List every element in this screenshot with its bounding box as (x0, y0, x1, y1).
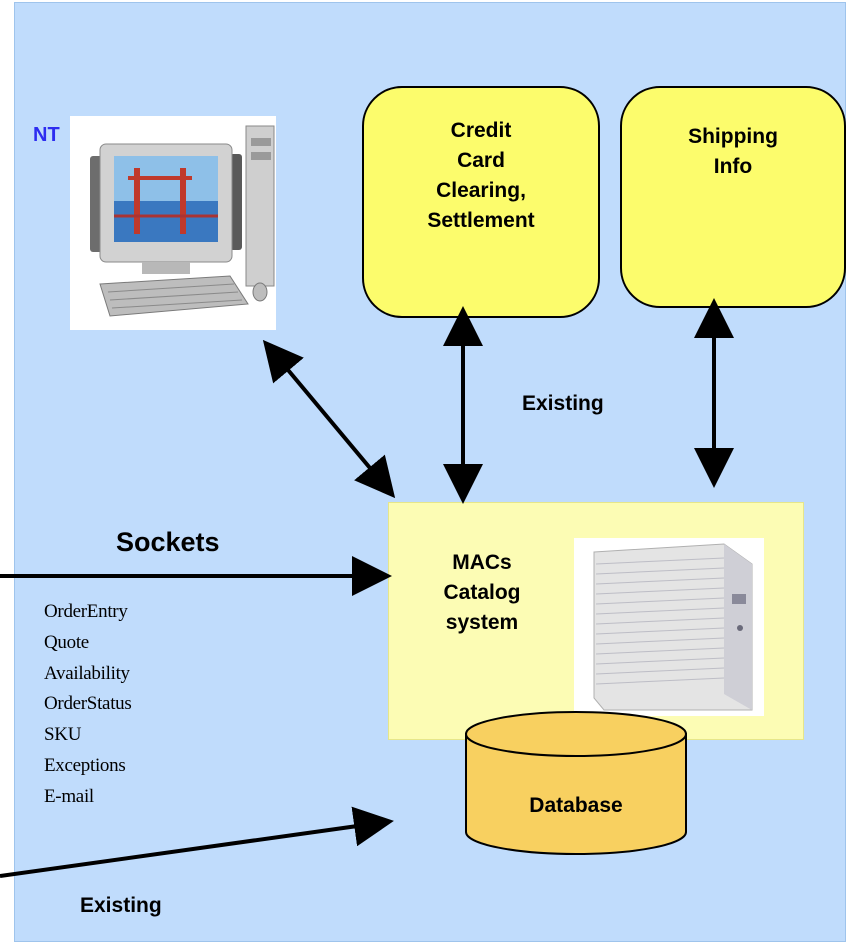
service-item: Quote (44, 631, 89, 653)
sockets-label: Sockets (116, 527, 220, 557)
shipping-label-line: Info (713, 155, 753, 178)
server-illustration (574, 538, 764, 716)
desktop-computer-icon (90, 125, 275, 317)
credit-card-clearing-box (362, 86, 600, 318)
macs-label: MACs Catalog system (412, 548, 552, 638)
service-item: OrderStatus (44, 693, 132, 715)
credit-label-line: Settlement (427, 209, 535, 232)
credit-card-label: Credit Card Clearing, Settlement (362, 116, 600, 236)
shipping-info-box (620, 86, 846, 308)
service-item: E-mail (44, 785, 94, 807)
service-item: Exceptions (44, 754, 126, 776)
shipping-label: Shipping Info (620, 122, 846, 182)
socket-services-list: OrderEntry Quote Availability OrderStatu… (44, 597, 132, 813)
credit-label-line: Card (457, 149, 505, 172)
database-label: Database (529, 794, 623, 817)
nt-workstation (70, 116, 276, 330)
existing-label-bottom: Existing (80, 894, 162, 917)
service-item: OrderEntry (44, 601, 128, 622)
service-item: SKU (44, 724, 82, 746)
arrow-nt-to-macs (262, 339, 396, 499)
arrow-existing-in (0, 806, 394, 878)
credit-label-line: Credit (450, 119, 512, 142)
macs-label-line: Catalog (443, 581, 521, 604)
nt-label: NT (33, 124, 60, 146)
shipping-label-line: Shipping (688, 125, 778, 148)
existing-label-top: Existing (522, 392, 604, 415)
server-tower-icon (593, 543, 753, 711)
macs-label-line: MACs (452, 551, 512, 574)
service-item: Availability (44, 662, 130, 684)
credit-label-line: Clearing, (436, 179, 526, 202)
macs-label-line: system (445, 611, 519, 634)
